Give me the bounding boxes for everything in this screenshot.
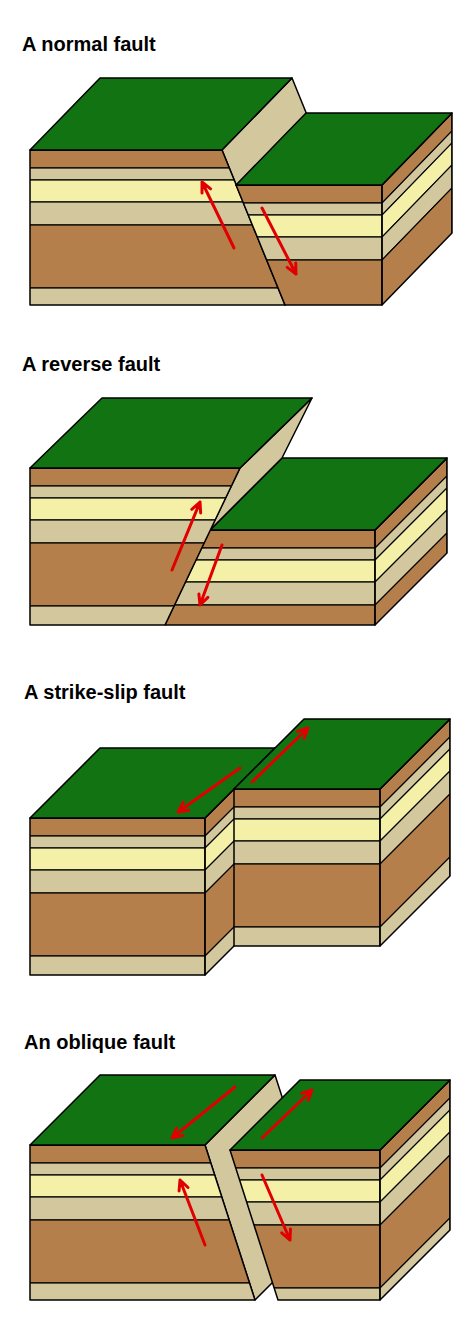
front-face: [236, 185, 382, 305]
rock-layer: [380, 1155, 450, 1288]
motion-arrow: [262, 208, 296, 274]
ground-surface: [30, 1075, 275, 1145]
rock-block: [0, 719, 474, 1049]
motion-arrow: [199, 545, 222, 605]
rock-block: [0, 748, 474, 1078]
rock-block: [0, 398, 474, 728]
motion-arrow: [172, 502, 201, 570]
ground-surface: [30, 398, 312, 468]
rock-block: [0, 458, 474, 790]
front-face: [30, 818, 205, 975]
motion-arrow: [252, 728, 308, 782]
rock-layer: [0, 543, 474, 606]
rock-block: [0, 1080, 474, 1327]
rock-layer: [382, 251, 452, 445]
ground-surface: [234, 719, 450, 789]
ground-surface: [236, 113, 452, 185]
front-face: [234, 789, 380, 946]
rock-layer: [0, 1288, 474, 1327]
fault-title: A normal fault: [22, 32, 156, 56]
rock-block: [0, 1075, 474, 1327]
rock-layer: [375, 533, 447, 668]
rock-layer: [0, 486, 474, 498]
motion-arrow: [178, 768, 240, 812]
fault-title: A strike-slip fault: [24, 680, 186, 704]
motion-arrow: [202, 182, 234, 248]
rock-block: [0, 113, 474, 445]
rock-layer: [380, 1218, 450, 1327]
motion-arrow: [262, 1175, 290, 1240]
front-face: [230, 1150, 380, 1300]
fault-title: A reverse fault: [22, 352, 160, 376]
motion-arrow: [172, 1087, 235, 1138]
rock-layer: [0, 498, 474, 520]
ground-surface: [30, 78, 292, 150]
motion-arrow: [179, 1180, 205, 1245]
front-face: [30, 1145, 255, 1300]
rock-block: [0, 78, 474, 410]
fault-title: An oblique fault: [24, 1030, 175, 1054]
rock-layer: [0, 520, 474, 543]
motion-arrow: [262, 1090, 312, 1138]
front-face: [30, 468, 240, 625]
ground-surface: [230, 1080, 450, 1150]
rock-layer: [0, 1283, 474, 1327]
rock-layer: [0, 288, 474, 410]
rock-layer: [0, 468, 474, 486]
rock-layer: [382, 188, 452, 323]
